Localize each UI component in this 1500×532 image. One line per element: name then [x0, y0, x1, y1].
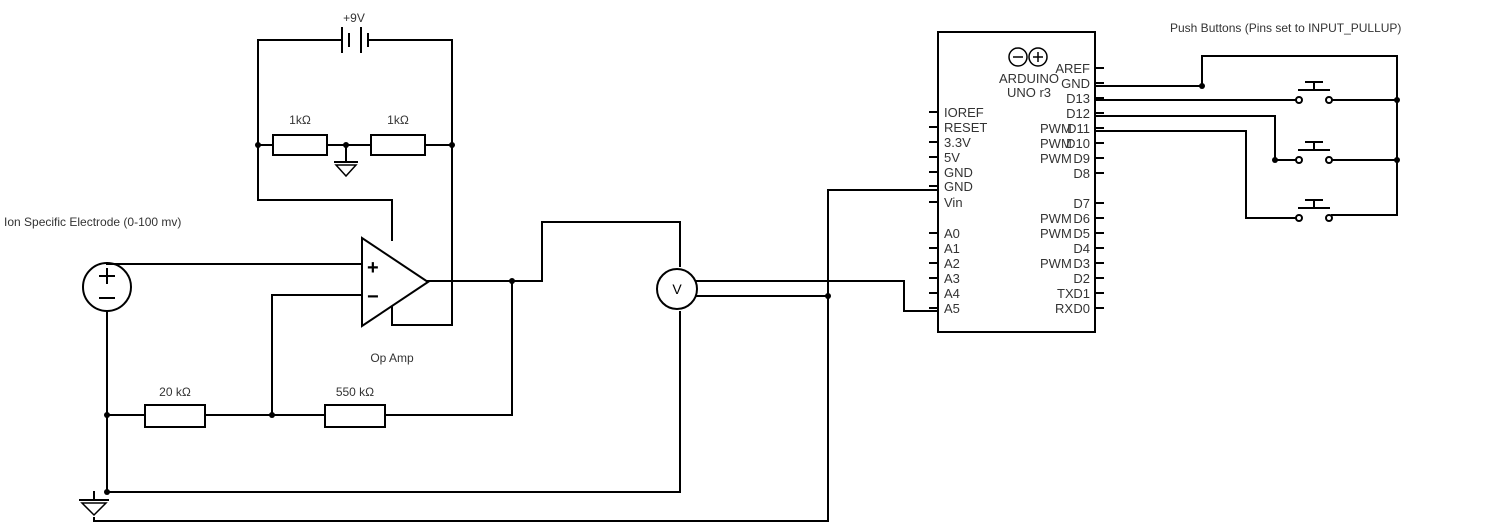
- arduino-pwm-tag: PWM: [1040, 256, 1072, 271]
- arduino-rx-tag: RX: [1055, 301, 1073, 316]
- voltmeter-icon: [656, 268, 698, 310]
- arduino-pin-label: A0: [944, 226, 960, 241]
- button-wires: [1094, 55, 1398, 219]
- arduino-pin-label: D5: [1073, 226, 1090, 241]
- supply-voltage-label: +9V: [343, 11, 365, 25]
- resistor-1k-right-label: 1kΩ: [387, 113, 409, 127]
- resistor-550k: [324, 404, 386, 428]
- arduino-pin-label: D10: [1066, 136, 1090, 151]
- electrode-source-icon: [82, 262, 132, 312]
- arduino-pin-label: D4: [1073, 241, 1090, 256]
- arduino-pin-label: D13: [1066, 91, 1090, 106]
- arduino-pin-label: D7: [1073, 196, 1090, 211]
- arduino-uno-board: [937, 31, 1096, 333]
- arduino-pin-label: D1: [1073, 286, 1090, 301]
- arduino-pin-label: D0: [1073, 301, 1090, 316]
- arduino-pwm-tag: PWM: [1040, 151, 1072, 166]
- push-button-2: [1295, 141, 1333, 164]
- resistor-20k: [144, 404, 206, 428]
- ground-icon-main: [79, 189, 939, 522]
- push-button-1: [1295, 81, 1333, 104]
- arduino-pin-label: D6: [1073, 211, 1090, 226]
- arduino-pin-label: RESET: [944, 120, 987, 135]
- arduino-pin-label: 3.3V: [944, 135, 971, 150]
- op-amp-minus-sign: −: [367, 286, 379, 308]
- resistor-550k-label: 550 kΩ: [336, 385, 374, 399]
- resistor-1k-left: [272, 134, 328, 156]
- arduino-name: ARDUINO: [999, 71, 1059, 86]
- arduino-pin-label: D11: [1067, 121, 1090, 136]
- arduino-model: UNO r3: [1007, 85, 1051, 100]
- arduino-logo-icon: [1008, 47, 1048, 67]
- arduino-pin-label: D3: [1073, 256, 1090, 271]
- arduino-pin-label: AREF: [1055, 61, 1090, 76]
- arduino-pin-label: 5V: [944, 150, 960, 165]
- arduino-pin-label: A1: [944, 241, 960, 256]
- arduino-pin-label: Vin: [944, 195, 963, 210]
- push-buttons-label: Push Buttons (Pins set to INPUT_PULLUP): [1170, 21, 1401, 35]
- arduino-pin-label: D9: [1073, 151, 1090, 166]
- supply-loop-wires: [257, 39, 453, 326]
- arduino-pin-label: A2: [944, 256, 960, 271]
- arduino-pin-label: GND: [1061, 76, 1090, 91]
- resistor-1k-left-label: 1kΩ: [289, 113, 311, 127]
- resistor-20k-label: 20 kΩ: [159, 385, 191, 399]
- op-amp-symbol: [361, 236, 430, 328]
- arduino-pwm-tag: PWM: [1040, 121, 1072, 136]
- arduino-tx-tag: TX: [1057, 286, 1074, 301]
- arduino-pin-label: A4: [944, 286, 960, 301]
- voltmeter-label: V: [672, 281, 682, 297]
- amplifier-wires: [106, 221, 681, 493]
- ground-icon-divider: [334, 144, 358, 178]
- op-amp-label: Op Amp: [370, 351, 414, 365]
- arduino-pin-label: D12: [1066, 106, 1090, 121]
- arduino-pin-label: IOREF: [944, 105, 984, 120]
- electrode-label: Ion Specific Electrode (0-100 mv): [4, 215, 181, 229]
- arduino-pwm-tag: PWM: [1040, 226, 1072, 241]
- arduino-pin-label: A3: [944, 271, 960, 286]
- arduino-right-pins: AREFGNDD13D12D11PWMD10PWMD9PWMD8D7D6PWMD…: [1040, 61, 1104, 316]
- op-amp-plus-sign: +: [367, 257, 379, 279]
- battery-symbol: [341, 27, 369, 53]
- resistor-1k-right: [370, 134, 426, 156]
- arduino-pwm-tag: PWM: [1040, 211, 1072, 226]
- arduino-pwm-tag: PWM: [1040, 136, 1072, 151]
- push-button-3: [1295, 199, 1333, 222]
- arduino-pin-label: GND: [944, 179, 973, 194]
- voltmeter-leads: [696, 280, 939, 312]
- arduino-pin-label: A5: [944, 301, 960, 316]
- arduino-pin-label: GND: [944, 165, 973, 180]
- arduino-pin-label: D8: [1073, 166, 1090, 181]
- junction-dots: [104, 83, 1400, 495]
- arduino-pin-label: D2: [1073, 271, 1090, 286]
